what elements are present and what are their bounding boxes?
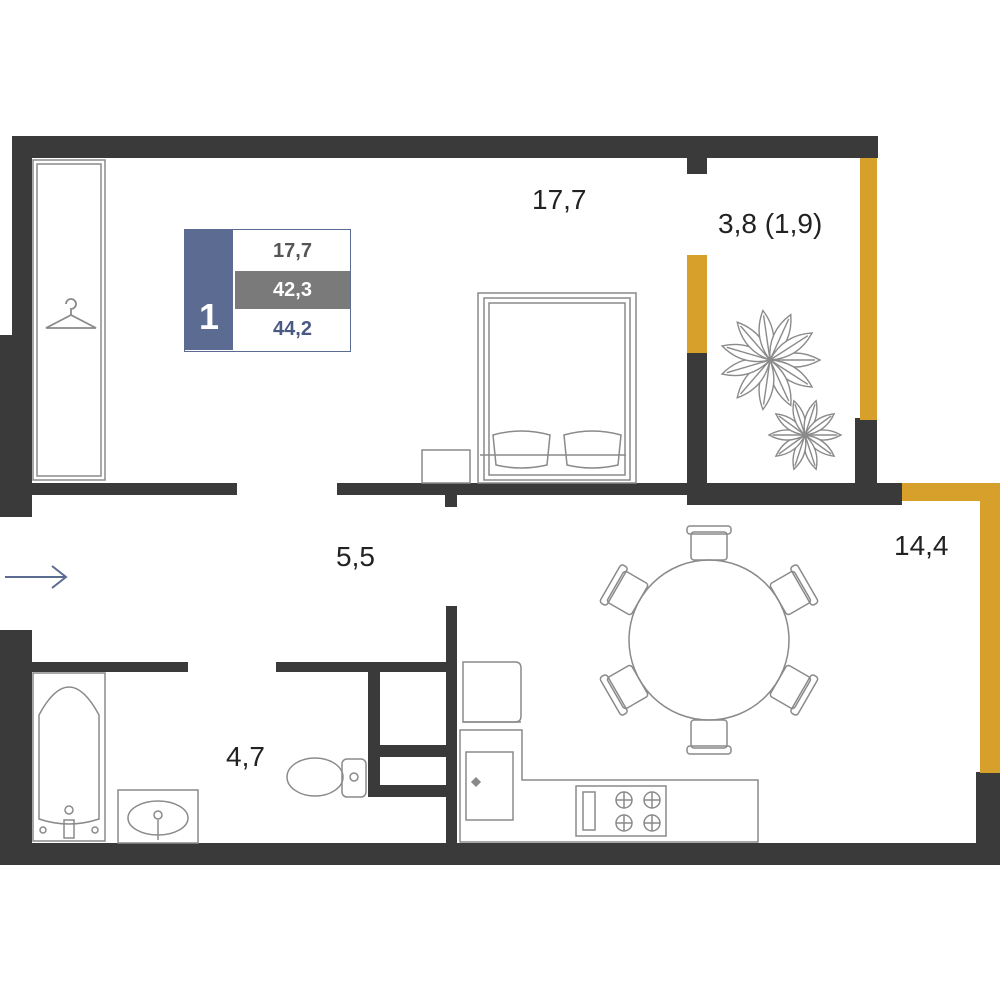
sink — [117, 789, 199, 844]
room-count: 1 — [185, 230, 233, 350]
dining-chair — [686, 719, 732, 755]
bathroom-area-label: 4,7 — [226, 741, 265, 772]
total-area-value: 42,3 — [235, 271, 350, 309]
dining-chair — [686, 525, 732, 561]
fridge — [462, 661, 522, 723]
plant-icon — [720, 309, 822, 411]
plant-icon — [767, 399, 843, 471]
dining-chair — [599, 564, 649, 616]
dining-chair — [599, 664, 649, 716]
hall-area-label: 5,5 — [336, 541, 375, 572]
hanger-icon — [45, 298, 97, 329]
balcony-area-label: 3,8 (1,9) — [718, 208, 823, 239]
toilet — [286, 757, 367, 798]
total-with-balcony-value: 44,2 — [273, 317, 312, 340]
nightstand — [421, 449, 471, 484]
bedroom-area-label: 17,7 — [532, 184, 587, 215]
living-area-value: 17,7 — [273, 239, 312, 262]
wardrobe — [32, 159, 106, 481]
arrow-right-icon — [5, 565, 68, 589]
windows — [687, 158, 1000, 773]
apartment-info-badge: 1 17,7 42,3 44,2 — [184, 229, 351, 352]
bathtub — [32, 672, 106, 842]
kitchen-counter — [459, 729, 759, 843]
bed — [477, 292, 637, 484]
walls — [0, 136, 1000, 865]
kitchen-area-label: 14,4 — [894, 530, 949, 561]
dining-table — [599, 525, 819, 755]
dining-chair — [769, 564, 819, 616]
dining-chair — [769, 664, 819, 716]
